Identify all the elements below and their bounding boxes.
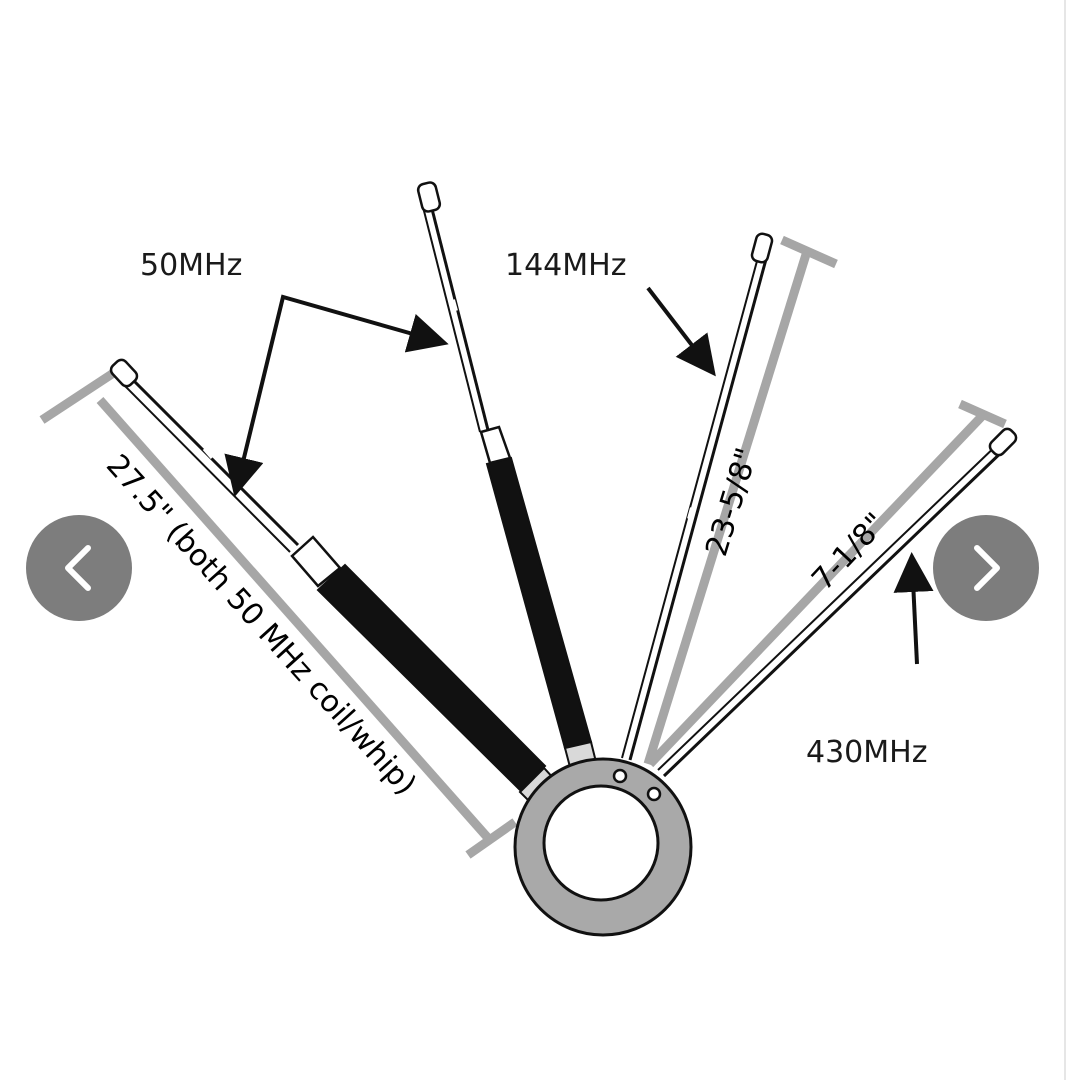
antenna-430mhz — [657, 427, 1018, 778]
antenna-mount-base — [513, 757, 693, 937]
viewer-edge-divider — [1064, 0, 1066, 1080]
label-144mhz: 144MHz — [505, 248, 626, 283]
dimension-line-430mhz — [646, 399, 1007, 768]
previous-image-button[interactable] — [26, 515, 132, 621]
antenna-144mhz — [621, 232, 774, 761]
dimension-line-50mhz — [39, 368, 518, 859]
chevron-right-icon — [974, 545, 1000, 591]
label-430mhz: 430MHz — [806, 735, 927, 770]
dimension-text-144mhz: 23-5/8" — [699, 444, 765, 560]
dimension-text-430mhz: 7-1/8" — [805, 506, 893, 597]
chevron-left-icon — [65, 545, 91, 591]
antenna-50mhz-left — [109, 358, 557, 805]
pointer-arrow-144mhz — [646, 286, 716, 377]
pointer-arrow-430mhz — [893, 552, 934, 665]
next-image-button[interactable] — [933, 515, 1039, 621]
pointer-arrow-50mhz — [224, 294, 449, 498]
dimension-line-144mhz — [643, 235, 838, 766]
label-50mhz: 50MHz — [140, 248, 242, 283]
